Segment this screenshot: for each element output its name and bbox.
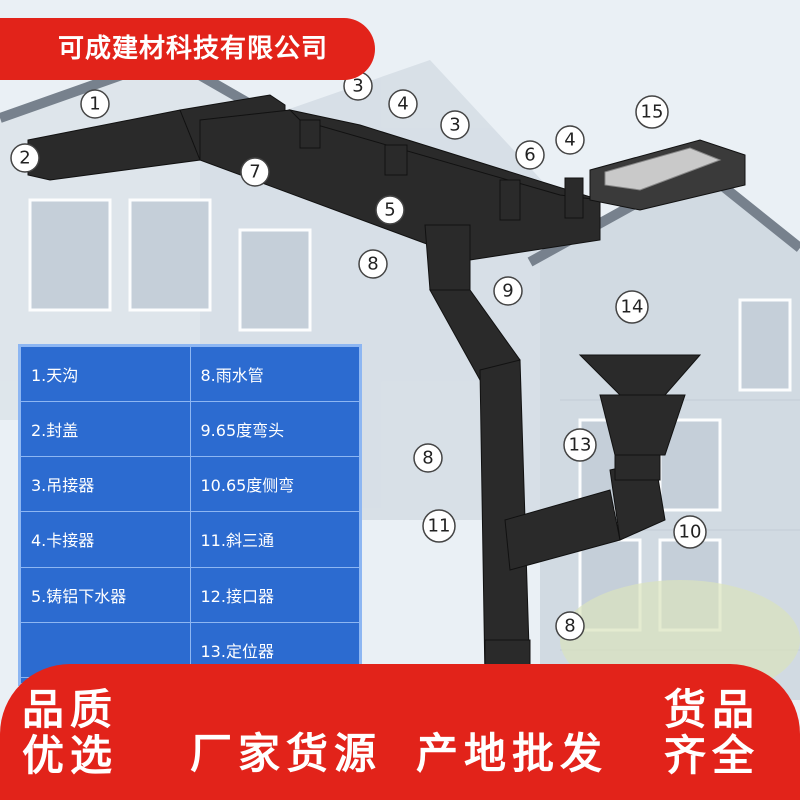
legend-item: 1.天沟 [20, 345, 191, 403]
legend-item: 11.斜三通 [189, 511, 360, 568]
legend-item: 12.接口器 [189, 566, 360, 623]
footer-slogan-middle-a: 厂家货源 [190, 729, 383, 778]
footer-slogan-middle-b: 产地批发 [416, 729, 609, 778]
company-name: 可成建材科技有限公司 [58, 34, 329, 64]
footer-slogan-left-top: 品质 [22, 685, 119, 734]
company-banner: 可成建材科技有限公司 [0, 18, 375, 80]
footer-banner [0, 664, 800, 800]
legend-item: 3.吊接器 [20, 456, 191, 513]
legend-item: 8.雨水管 [189, 345, 360, 403]
footer-slogan-right-top: 货品 [664, 685, 761, 734]
footer-slogan-left-bottom: 优选 [22, 731, 119, 780]
legend-item: 10.65度侧弯 [189, 456, 360, 513]
legend-item: 4.卡接器 [20, 511, 191, 568]
legend-item: 2.封盖 [20, 401, 191, 458]
legend-item: 5.铸铝下水器 [20, 566, 191, 623]
footer-slogan-right-bottom: 齐全 [664, 731, 761, 780]
legend-item: 9.65度弯头 [189, 401, 360, 458]
